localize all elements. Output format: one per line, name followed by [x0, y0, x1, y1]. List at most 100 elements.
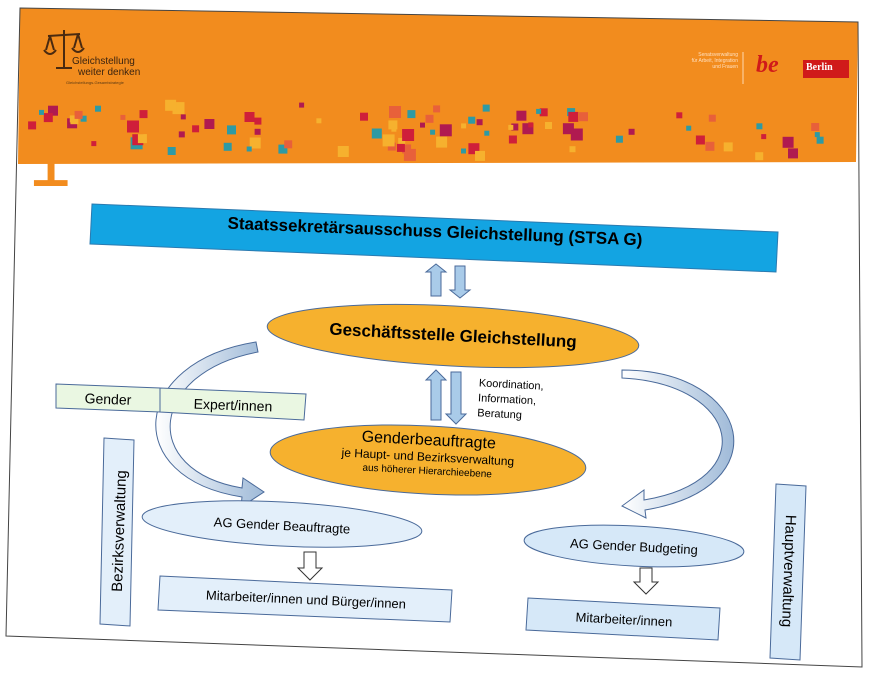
decorative-square: [539, 108, 548, 117]
decorative-square: [69, 115, 77, 123]
side-left-box: [99, 437, 135, 627]
decorative-square: [74, 110, 83, 119]
decorative-square: [91, 141, 97, 147]
decorative-square: [167, 147, 176, 155]
decorative-square: [132, 134, 144, 146]
decorative-square: [425, 114, 434, 123]
decorative-square: [723, 142, 733, 152]
decorative-square: [178, 131, 185, 138]
decorative-square: [705, 141, 715, 151]
ag-right-ellipse: [523, 524, 745, 568]
decorative-square: [244, 112, 255, 122]
decorative-square: [360, 112, 368, 121]
decorative-square: [461, 148, 466, 154]
berlin-logo-text: Berlin: [806, 62, 833, 73]
senate-line: Senatsverwaltung: [698, 52, 738, 58]
decorative-square: [402, 129, 415, 141]
decorative-square: [508, 124, 514, 130]
ag-left-ellipse: [141, 500, 423, 548]
decorative-square: [420, 122, 425, 128]
decorative-square: [811, 123, 820, 131]
decorative-square: [788, 148, 798, 159]
decorative-square: [511, 123, 519, 131]
decorative-square: [371, 128, 382, 139]
down-arrow-left-icon: [296, 551, 324, 581]
decorative-square: [468, 116, 476, 124]
decorative-square: [695, 135, 705, 145]
decorative-square: [522, 123, 534, 135]
decorative-square: [816, 136, 824, 144]
decorative-square: [43, 113, 53, 123]
decorative-square: [137, 134, 147, 144]
decorative-square: [676, 112, 683, 119]
logo-text: Gleichstellung weiter denken: [72, 56, 140, 78]
decorative-square: [120, 114, 126, 120]
decorative-square: [39, 109, 44, 115]
decorative-square: [180, 114, 186, 120]
decorative-square: [278, 144, 288, 154]
logo-subtitle: weiter denken: [78, 67, 141, 78]
senate-text: Senatsverwaltung für Arbeit, Integration…: [676, 52, 738, 70]
decorative-square: [569, 146, 576, 153]
decorative-square: [396, 143, 405, 152]
decorative-square: [398, 137, 406, 145]
decorative-square: [316, 118, 322, 124]
decorative-square: [192, 125, 200, 133]
top-box-shape: [89, 203, 779, 273]
decorative-square: [80, 115, 87, 122]
gender-label: Gender: [84, 390, 132, 408]
decorative-square: [95, 105, 101, 112]
decorative-square: [388, 120, 398, 130]
decorative-square: [508, 135, 517, 144]
curved-arrow-left: [155, 341, 265, 508]
decorative-square: [382, 134, 395, 147]
senate-line: für Arbeit, Integration: [691, 58, 738, 64]
slide-number: 1: [28, 115, 72, 203]
decorative-square: [223, 142, 232, 151]
decorative-square: [254, 117, 262, 125]
decorative-squares: [28, 99, 824, 161]
decorative-square: [204, 119, 215, 129]
decorative-square: [484, 130, 490, 136]
curved-arrow-right: [621, 369, 735, 519]
side-right-box: [769, 483, 807, 661]
decorative-square: [482, 104, 490, 112]
logo-tagline: Gleichstellungs-Gesamtstrategie: [66, 80, 124, 85]
decorative-square: [249, 137, 261, 149]
experts-box: [159, 387, 307, 421]
gender-officer-ellipse: [269, 424, 587, 496]
decorative-square: [403, 148, 416, 161]
decorative-square: [246, 146, 252, 152]
staff-right-box: [525, 597, 721, 641]
decorative-square: [782, 136, 794, 148]
decorative-square: [165, 99, 177, 111]
decorative-square: [756, 123, 763, 130]
office-ellipse: [266, 303, 640, 369]
staff-left-box: [157, 575, 453, 623]
senate-line: und Frauen: [712, 64, 738, 70]
decorative-square: [139, 110, 148, 119]
decorative-square: [615, 135, 623, 143]
decorative-square: [628, 128, 635, 135]
decorative-square: [430, 129, 436, 135]
header-band: [18, 8, 858, 164]
decorative-square: [545, 122, 552, 129]
slide-border: [5, 7, 863, 668]
logo-title: Gleichstellung: [72, 56, 135, 67]
decorative-square: [387, 142, 396, 151]
decorative-square: [579, 112, 588, 122]
decorative-square: [461, 123, 467, 129]
double-arrow-top-icon: [424, 263, 472, 299]
decorative-square: [761, 134, 767, 140]
decorative-square: [433, 105, 441, 113]
decorative-square: [254, 128, 261, 135]
decorative-square: [528, 122, 534, 128]
decorative-square: [568, 111, 579, 122]
decorative-square: [439, 124, 452, 137]
coordination-text: Koordination, Information, Beratung: [477, 376, 544, 424]
decorative-square: [284, 140, 293, 149]
decorative-square: [708, 114, 716, 122]
